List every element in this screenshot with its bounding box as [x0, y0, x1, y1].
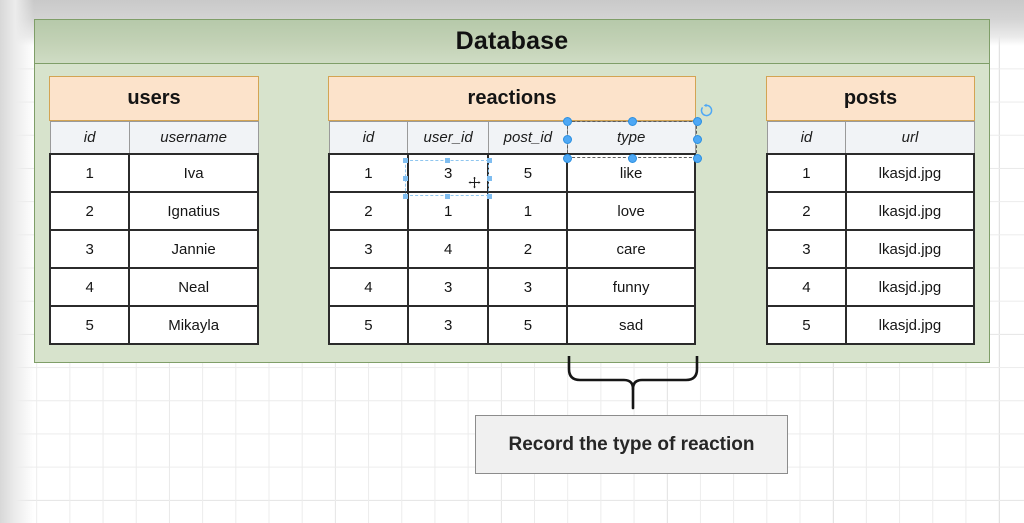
mini-handle-middle-left[interactable] — [402, 175, 408, 181]
cell-user-id[interactable]: 4 — [406, 229, 490, 269]
mini-handle-bottom-center[interactable] — [444, 193, 450, 199]
cell-user-id[interactable]: 3 — [406, 305, 490, 345]
cell-post-id[interactable]: 5 — [487, 153, 569, 193]
cell-type[interactable]: care — [566, 229, 696, 269]
table-row: 3 4 2 care — [328, 229, 696, 269]
table-grid-users: id username 1 Iva 2 Ignatius 3 Jannie — [48, 121, 259, 345]
database-header: Database — [35, 20, 989, 64]
cell-post-id[interactable]: 3 — [487, 267, 569, 307]
cell-id[interactable]: 4 — [328, 267, 409, 307]
cell-username[interactable]: Neal — [128, 267, 259, 307]
table-row: 5 3 5 sad — [328, 305, 696, 345]
table-grid-reactions: id user_id post_id type 1 3 5 like 2 1 1 — [328, 121, 696, 345]
table-row: 1 lkasjd.jpg — [766, 153, 976, 193]
cell-id[interactable]: 4 — [766, 267, 847, 307]
cell-user-id[interactable]: 3 — [406, 267, 490, 307]
resize-handle-top-left[interactable] — [562, 116, 572, 126]
cell-url[interactable]: lkasjd.jpg — [844, 229, 976, 269]
entity-table-posts[interactable]: posts id url 1 lkasjd.jpg 2 lkasjd.jpg 3 — [766, 76, 976, 345]
cell-username[interactable]: Iva — [128, 153, 259, 193]
resize-handle-bottom-center[interactable] — [627, 153, 637, 163]
cell-id[interactable]: 5 — [766, 305, 847, 345]
table-row: 3 lkasjd.jpg — [766, 229, 976, 269]
table-row: 4 lkasjd.jpg — [766, 267, 976, 307]
entity-table-users[interactable]: users id username 1 Iva 2 Ignatius 3 — [48, 76, 259, 345]
table-row: 2 Ignatius — [48, 191, 259, 231]
mini-handle-bottom-left[interactable] — [402, 193, 408, 199]
column-header-id[interactable]: id — [766, 121, 847, 155]
cell-username[interactable]: Jannie — [128, 229, 259, 269]
mini-handle-top-right[interactable] — [486, 157, 492, 163]
cell-username[interactable]: Mikayla — [128, 305, 259, 345]
cell-id[interactable]: 3 — [48, 229, 131, 269]
table-row: 5 lkasjd.jpg — [766, 305, 976, 345]
mini-handle-middle-right[interactable] — [486, 175, 492, 181]
cell-id[interactable]: 2 — [48, 191, 131, 231]
column-header-user-id[interactable]: user_id — [407, 121, 489, 155]
mini-handle-bottom-right[interactable] — [486, 193, 492, 199]
annotation-callout[interactable]: Record the type of reaction — [475, 415, 788, 474]
table-row: 3 Jannie — [48, 229, 259, 269]
cell-url[interactable]: lkasjd.jpg — [844, 267, 976, 307]
cell-post-id[interactable]: 5 — [487, 305, 569, 345]
table-header-row: id username — [49, 121, 259, 155]
column-header-username[interactable]: username — [128, 121, 259, 155]
cell-post-id[interactable]: 1 — [487, 191, 569, 231]
cell-id[interactable]: 2 — [766, 191, 847, 231]
cell-username[interactable]: Ignatius — [128, 191, 259, 231]
column-header-id[interactable]: id — [328, 121, 409, 155]
column-header-post-id[interactable]: post_id — [487, 121, 568, 155]
cell-type[interactable]: love — [566, 191, 696, 231]
table-title-posts: posts — [766, 76, 975, 121]
cell-id[interactable]: 5 — [48, 305, 131, 345]
database-title: Database — [455, 27, 569, 55]
cell-type[interactable]: sad — [566, 305, 696, 345]
table-row: 5 Mikayla — [48, 305, 259, 345]
column-header-url[interactable]: url — [845, 121, 975, 155]
resize-handle-bottom-left[interactable] — [562, 153, 572, 163]
mini-handle-top-center[interactable] — [444, 157, 450, 163]
table-title-users: users — [49, 76, 259, 121]
table-row: 4 3 3 funny — [328, 267, 696, 307]
table-row: 2 1 1 love — [328, 191, 696, 231]
table-grid-posts: id url 1 lkasjd.jpg 2 lkasjd.jpg 3 lkasj… — [766, 121, 976, 345]
cell-url[interactable]: lkasjd.jpg — [844, 305, 976, 345]
resize-handle-bottom-right[interactable] — [692, 153, 702, 163]
cell-type[interactable]: funny — [566, 267, 696, 307]
table-title-reactions: reactions — [328, 76, 696, 121]
annotation-text: Record the type of reaction — [508, 433, 755, 455]
cell-id[interactable]: 3 — [328, 229, 409, 269]
cell-id[interactable]: 1 — [328, 153, 409, 193]
cell-url[interactable]: lkasjd.jpg — [844, 191, 976, 231]
resize-handle-middle-right[interactable] — [692, 134, 702, 144]
table-row: 4 Neal — [48, 267, 259, 307]
cell-post-id[interactable]: 2 — [487, 229, 569, 269]
column-header-type[interactable]: type — [566, 121, 696, 155]
cell-id[interactable]: 5 — [328, 305, 409, 345]
cell-id[interactable]: 2 — [328, 191, 409, 231]
column-header-id[interactable]: id — [49, 121, 130, 155]
cell-id[interactable]: 4 — [48, 267, 131, 307]
resize-handle-top-right[interactable] — [692, 116, 702, 126]
resize-handle-middle-left[interactable] — [562, 134, 572, 144]
cell-id[interactable]: 3 — [766, 229, 847, 269]
entity-table-reactions[interactable]: reactions id user_id post_id type 1 3 5 … — [328, 76, 696, 345]
cell-id[interactable]: 1 — [766, 153, 847, 193]
resize-handle-top-center[interactable] — [627, 116, 637, 126]
table-row: 1 Iva — [48, 153, 259, 193]
mini-handle-top-left[interactable] — [402, 157, 408, 163]
table-header-row: id url — [766, 121, 975, 155]
rotate-icon[interactable] — [699, 103, 714, 118]
table-row: 2 lkasjd.jpg — [766, 191, 976, 231]
cell-url[interactable]: lkasjd.jpg — [844, 153, 976, 193]
cell-id[interactable]: 1 — [48, 153, 131, 193]
table-header-row: id user_id post_id type — [328, 121, 696, 155]
table-row: 1 3 5 like — [328, 153, 696, 193]
